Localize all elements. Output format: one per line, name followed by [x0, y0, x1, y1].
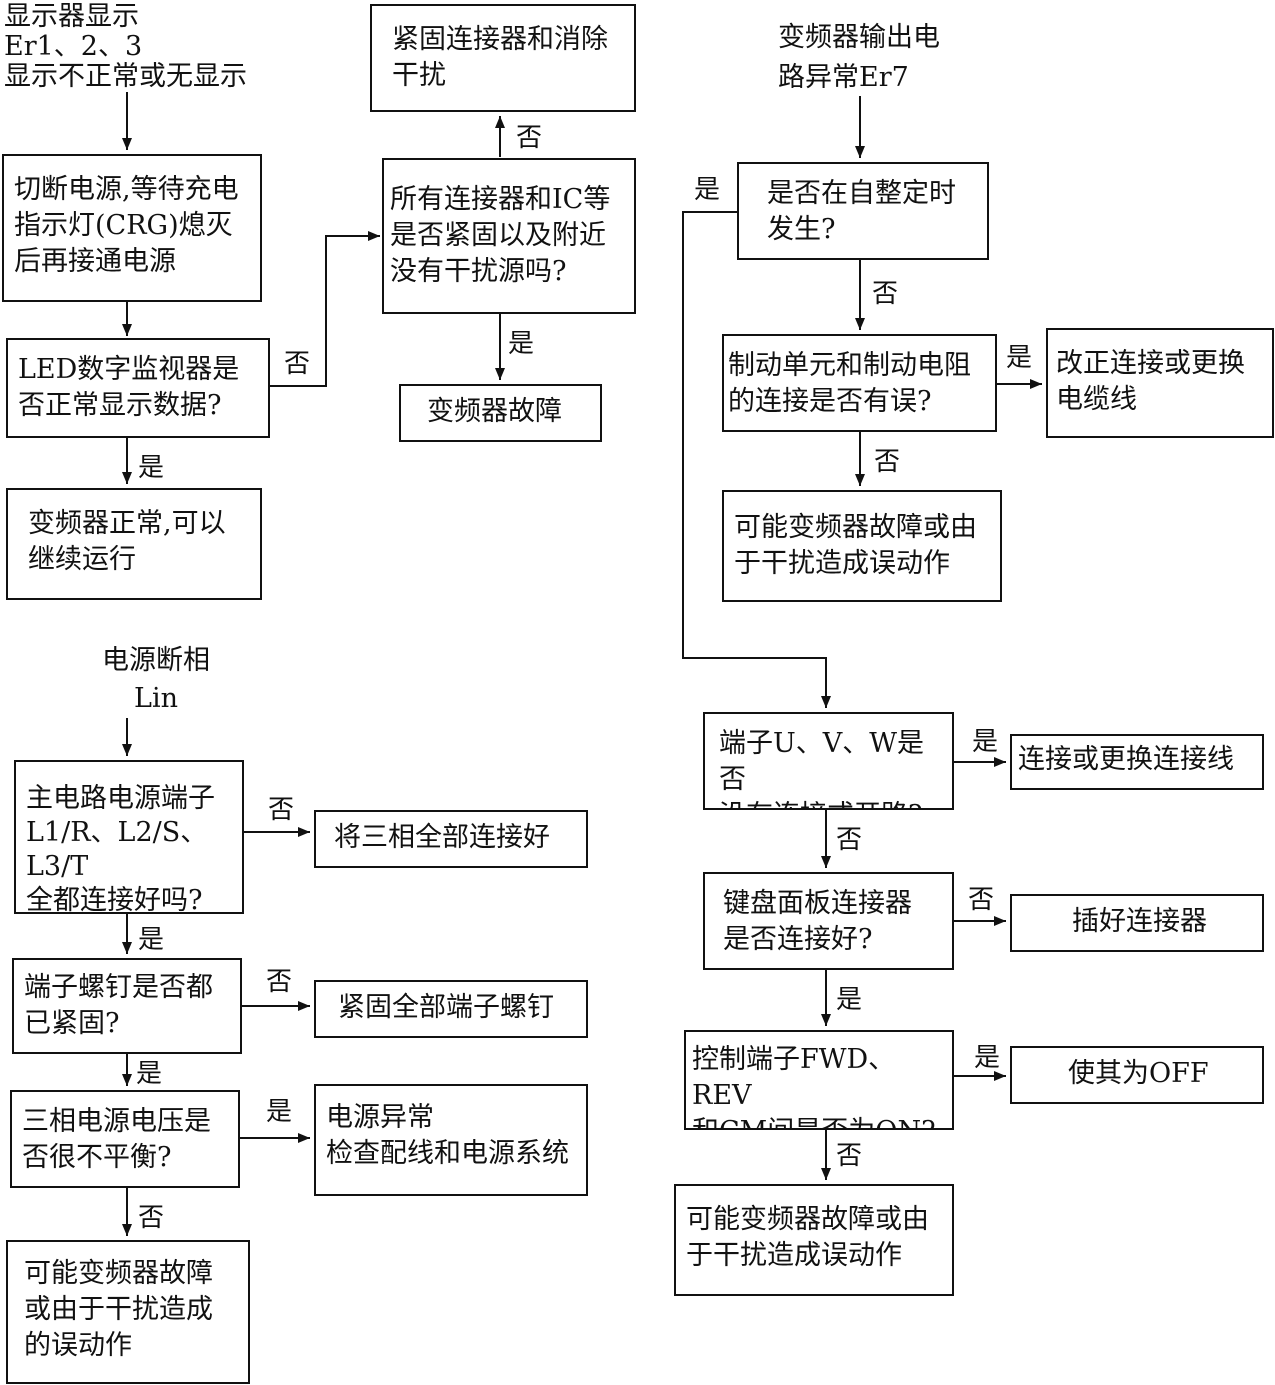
label-yes-autotune: 是: [694, 175, 721, 205]
label-yes-screws: 是: [136, 1059, 163, 1089]
decision-led-display: LED数字监视器是 否正常显示数据?: [6, 338, 270, 438]
label-yes-terminals: 是: [138, 925, 165, 955]
label-no-terminals: 否: [268, 795, 295, 825]
decision-uvw-terminals: 端子U、V、W是否 没有连接或开路?: [703, 712, 954, 810]
decision-voltage-unbalance: 三相电源电压是 否很不平衡?: [10, 1090, 240, 1188]
label-yes-brake: 是: [1006, 343, 1033, 373]
label-no-fwd: 否: [836, 1141, 863, 1171]
result-fix-cable: 改正连接或更换 电缆线: [1046, 328, 1274, 438]
label-no-screws: 否: [266, 967, 293, 997]
arrow-autotune-yes-to-uvw: [682, 211, 831, 708]
result-possible-fault-2: 可能变频器故障 或由于干扰造成 的误动作: [6, 1240, 250, 1384]
label-yes-uvw: 是: [972, 727, 999, 757]
trigger-output-circuit: 变频器输出电 路异常Er7: [778, 22, 940, 93]
label-yes-led: 是: [138, 453, 165, 483]
decision-connectors-tight: 所有连接器和IC等 是否紧固以及附近 没有干扰源吗?: [382, 158, 636, 314]
result-inverter-fault: 变频器故障: [399, 384, 602, 442]
result-set-off: 使其为OFF: [1010, 1046, 1264, 1104]
result-possible-fault-b: 可能变频器故障或由 于干扰造成误动作: [674, 1184, 954, 1296]
label-no-led: 否: [284, 349, 311, 379]
decision-keypad-connector: 键盘面板连接器 是否连接好?: [703, 872, 954, 970]
result-connect-three-phase: 将三相全部连接好: [314, 810, 588, 868]
result-plug-connector: 插好连接器: [1010, 894, 1264, 952]
trigger-phase-loss: 电源断相 Lin: [102, 645, 210, 714]
result-inverter-normal: 变频器正常,可以 继续运行: [6, 488, 262, 600]
label-no-connectors: 否: [516, 123, 543, 153]
result-replace-wire: 连接或更换连接线: [1010, 734, 1264, 790]
label-yes-voltage: 是: [266, 1097, 293, 1127]
decision-autotune: 是否在自整定时 发生?: [737, 162, 989, 260]
label-no-uvw: 否: [836, 825, 863, 855]
decision-terminal-screws: 端子螺钉是否都 已紧固?: [12, 958, 242, 1054]
label-no-brake: 否: [874, 447, 901, 477]
step-power-cycle: 切断电源,等待充电 指示灯(CRG)熄灭 后再接通电源: [2, 154, 262, 302]
arrow-led-to-connectors: [270, 231, 380, 387]
label-no-autotune: 否: [872, 279, 899, 309]
trigger-display-error: 显示器显示 Er1、2、3 显示不正常或无显示: [4, 1, 247, 92]
result-possible-fault-a: 可能变频器故障或由 于干扰造成误动作: [722, 490, 1002, 602]
label-no-keypad: 否: [968, 885, 995, 915]
result-tighten-screws: 紧固全部端子螺钉: [314, 980, 588, 1038]
label-yes-keypad: 是: [836, 985, 863, 1015]
label-yes-connectors: 是: [508, 329, 535, 359]
label-no-voltage: 否: [138, 1203, 165, 1233]
decision-fwd-rev: 控制端子FWD、REV 和CM间是否为ON?: [684, 1030, 954, 1130]
decision-main-terminals: 主电路电源端子 L1/R、L2/S、L3/T 全都连接好吗?: [14, 760, 244, 914]
decision-brake-connection: 制动单元和制动电阻 的连接是否有误?: [722, 334, 997, 432]
result-power-abnormal: 电源异常 检查配线和电源系统: [314, 1084, 588, 1196]
result-tighten-connectors: 紧固连接器和消除 干扰: [370, 4, 636, 112]
label-yes-fwd: 是: [974, 1043, 1001, 1073]
